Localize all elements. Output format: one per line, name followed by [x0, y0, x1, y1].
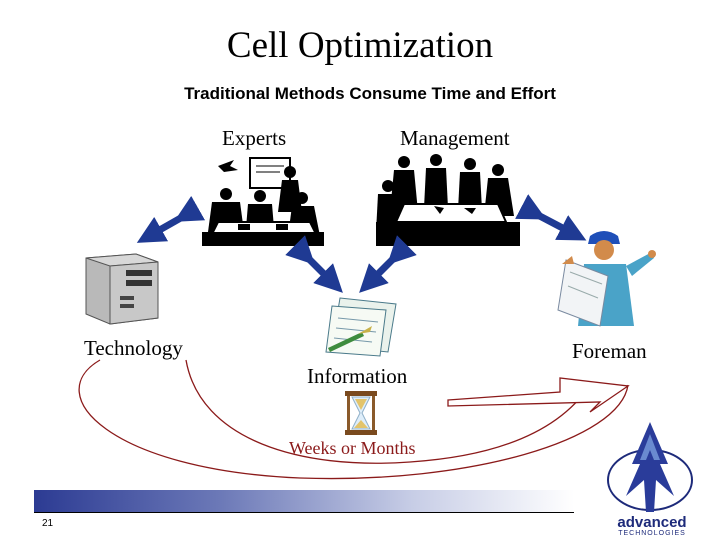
hourglass-icon	[345, 391, 377, 435]
documents-icon	[325, 297, 397, 357]
experts-meeting-illustration	[202, 157, 324, 246]
loop-inner-curve	[185, 359, 591, 464]
label-technology: Technology	[84, 336, 183, 360]
loop-outer-curve	[78, 359, 629, 480]
label-experts: Experts	[222, 126, 287, 150]
logo-tagline: TECHNOLOGIES	[618, 530, 686, 537]
advanced-technologies-logo	[607, 422, 693, 512]
logo-wordmark: advanced	[617, 514, 687, 531]
footer-bar	[34, 490, 574, 512]
page-number: 21	[42, 518, 54, 529]
label-foreman: Foreman	[572, 339, 647, 363]
label-management: Management	[400, 126, 510, 150]
management-meeting-illustration	[376, 154, 520, 246]
loop-arrowhead-outline	[447, 377, 630, 413]
label-information: Information	[307, 364, 408, 388]
slide-subtitle: Traditional Methods Consume Time and Eff…	[184, 84, 556, 103]
foreman-with-blueprint-illustration	[557, 231, 656, 327]
footer-line	[34, 512, 574, 513]
slide-title: Cell Optimization	[226, 25, 494, 66]
computer-tower-icon	[85, 253, 159, 325]
label-duration: Weeks or Months	[289, 438, 416, 458]
